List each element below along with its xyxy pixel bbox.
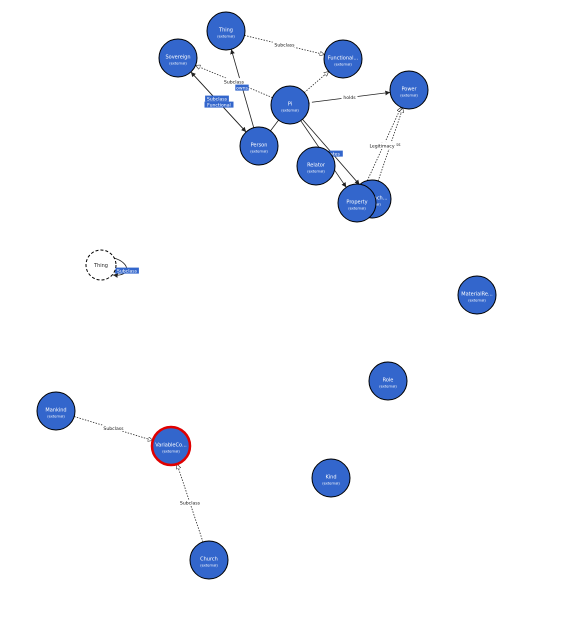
- node-sub-functional: (external): [334, 63, 352, 67]
- edge-label-lbl_subclass_2-bg: [205, 95, 229, 102]
- node-relator[interactable]: Relator(external): [296, 146, 336, 186]
- node-circle-church[interactable]: [189, 540, 229, 580]
- edge-label-lbl_subclass_ghost[interactable]: Subclass: [117, 269, 138, 275]
- node-label-role: Role: [383, 378, 394, 384]
- node-ghost_thing[interactable]: Thing: [85, 249, 117, 281]
- node-circle-functional[interactable]: [323, 39, 363, 79]
- node-sub-thing: (external): [217, 35, 235, 39]
- edge-label-thing-functional[interactable]: Subclass: [274, 43, 295, 49]
- node-label-person: Person: [251, 143, 268, 149]
- edge-label-lbl_owns[interactable]: owns: [236, 87, 248, 92]
- node-kind[interactable]: Kind(external): [311, 458, 351, 498]
- edge-church-variable[interactable]: [177, 464, 204, 543]
- edge-label-lbl_owns-bg: [235, 84, 249, 91]
- edge-label-lbl_subclass_1-bg: [222, 78, 246, 85]
- node-material[interactable]: MaterialRe...(external): [457, 275, 497, 315]
- node-sub-mankind: (external): [47, 415, 65, 419]
- edge-label-lbl_legitimacy-bg: [367, 142, 397, 149]
- node-circle-property[interactable]: [337, 183, 377, 223]
- node-label-relator: Relator: [307, 163, 326, 169]
- nodes-layer: Thing(external)Sovereign(external)Functi…: [36, 11, 497, 580]
- node-label-sovereign: Sovereign: [165, 55, 190, 61]
- node-circle-material[interactable]: [457, 275, 497, 315]
- node-circle-relator[interactable]: [296, 146, 336, 186]
- edge-label-lbl_subclass_2[interactable]: Subclass: [207, 97, 228, 103]
- node-circle-thing[interactable]: [206, 11, 246, 51]
- edge-labels-layer: SubclassSubclassholdsSubclassSubclassSub…: [101, 41, 403, 507]
- edge-pi-functional[interactable]: [304, 71, 328, 93]
- node-circle-sovereign[interactable]: [158, 38, 198, 78]
- edges-layer: [74, 35, 403, 543]
- edge-label-lbl_functional[interactable]: Functional: [207, 103, 231, 109]
- node-circle-role[interactable]: [368, 361, 408, 401]
- node-thing[interactable]: Thing(external): [206, 11, 246, 51]
- node-church[interactable]: Church(external): [189, 540, 229, 580]
- node-circle-pi[interactable]: [270, 85, 310, 125]
- node-person[interactable]: Person(external): [239, 126, 279, 166]
- edge-label-church-variable-bg: [178, 499, 202, 506]
- edge-label-lbl_subclass_ghost-bg: [115, 267, 139, 274]
- node-sub-role: (external): [379, 385, 397, 389]
- edge-label-thing-functional-bg: [272, 41, 297, 48]
- node-pi[interactable]: Pi(external): [270, 85, 310, 125]
- edge-thing-functional[interactable]: [244, 35, 324, 54]
- node-label-variable: VariableCo...: [155, 443, 187, 449]
- node-mankind[interactable]: Mankind(external): [36, 391, 76, 431]
- node-circle-power[interactable]: [389, 70, 429, 110]
- edge-label-pi-power[interactable]: holds: [343, 95, 356, 101]
- node-label-thing: Thing: [218, 28, 233, 34]
- node-circle-ghost_thing[interactable]: [85, 249, 117, 281]
- node-label-property: Property: [346, 200, 367, 206]
- node-role[interactable]: Role(external): [368, 361, 408, 401]
- edge-pi-person[interactable]: [270, 119, 279, 132]
- node-sub-relator: (external): [307, 170, 325, 174]
- node-functional[interactable]: Functional...(external): [323, 39, 363, 79]
- node-variable[interactable]: VariableCo...(external): [150, 425, 192, 467]
- node-label-functional: Functional...: [328, 56, 359, 62]
- node-circle-kind[interactable]: [311, 458, 351, 498]
- node-label-pi: Pi: [288, 102, 292, 108]
- node-label-power: Power: [401, 87, 417, 93]
- edge-label-church-variable[interactable]: Subclass: [180, 501, 201, 507]
- node-property[interactable]: Property(external): [337, 183, 377, 223]
- edge-label-mankind-variable[interactable]: Subclass: [103, 426, 124, 432]
- node-circle-mankind[interactable]: [36, 391, 76, 431]
- node-label-ghost_thing: Thing: [93, 263, 108, 269]
- node-label-kind: Kind: [325, 475, 336, 481]
- node-label-church: Church: [200, 557, 218, 563]
- node-sub-variable: (external): [162, 450, 180, 454]
- edge-label-lbl_subclass_1[interactable]: Subclass: [224, 80, 245, 86]
- node-circle-person[interactable]: [239, 126, 279, 166]
- node-sovereign[interactable]: Sovereign(external): [158, 38, 198, 78]
- edge-label-mankind-variable-bg: [101, 425, 126, 432]
- edge-label-lbl_legitimacy[interactable]: Legitimacy: [369, 144, 394, 150]
- node-label-mankind: Mankind: [45, 408, 66, 414]
- node-label-material: MaterialRe...: [461, 292, 493, 298]
- node-sub-person: (external): [250, 150, 268, 154]
- node-sub-pi: (external): [281, 109, 299, 113]
- edge-label-lbl_functional-bg: [204, 101, 234, 108]
- node-sub-property: (external): [348, 207, 366, 211]
- edge-label-pi-power-bg: [341, 94, 358, 101]
- node-sub-church: (external): [200, 564, 218, 568]
- node-power[interactable]: Power(external): [389, 70, 429, 110]
- edge-mankind-variable[interactable]: [74, 416, 153, 441]
- node-sub-kind: (external): [322, 482, 340, 486]
- node-circle-variable[interactable]: [150, 425, 192, 467]
- node-sub-power: (external): [400, 94, 418, 98]
- node-sub-material: (external): [468, 299, 486, 303]
- node-sub-sovereign: (external): [169, 62, 187, 66]
